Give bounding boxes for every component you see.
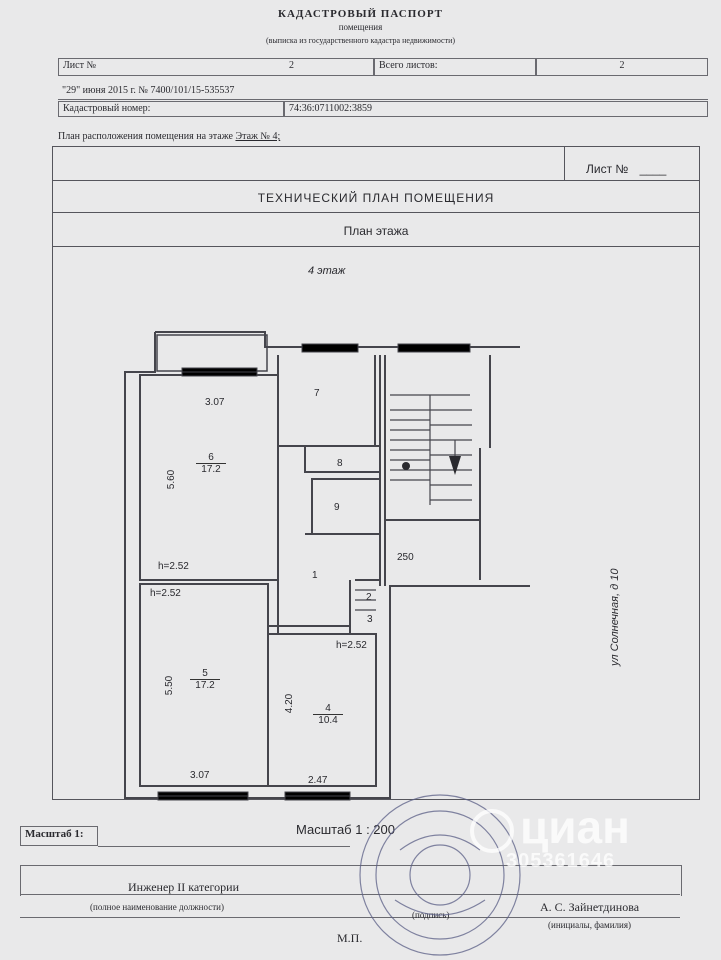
cadastral-label: Кадастровый номер: — [58, 101, 284, 117]
engineer-name: А. С. Зайнетдинова — [540, 900, 640, 914]
watermark-brand: циан — [470, 800, 630, 854]
total-sheets-value: 2 — [536, 58, 708, 76]
dim-room6-length: 5.60 — [166, 469, 178, 490]
mp-label: М.П. — [337, 931, 363, 945]
room6-height: h=2.52 — [158, 561, 189, 572]
document-note: (выписка из государственного кадастра не… — [265, 36, 456, 45]
watermark-number: 305361646 — [506, 850, 616, 872]
position-note: (полное наименование должности) — [90, 902, 224, 912]
street-label: ул Солнечная, д 10 — [609, 568, 621, 666]
dim-room4-length: 4.20 — [284, 693, 296, 714]
hall-height: h=2.52 — [336, 640, 367, 651]
plan-sheet-label: Лист № ____ — [586, 162, 667, 176]
cian-logo-icon — [470, 808, 514, 853]
floor-label: 4 этаж — [308, 265, 346, 277]
room7-label: 7 — [314, 388, 320, 399]
plan-frame — [52, 146, 700, 800]
room5-label: 5 17.2 — [190, 668, 220, 691]
dim-room5-length: 5.50 — [164, 675, 176, 696]
plan-title: ТЕХНИЧЕСКИЙ ПЛАН ПОМЕЩЕНИЯ — [257, 191, 495, 205]
name-note: (инициалы, фамилия) — [548, 920, 631, 930]
plan-scale-label: Масштаб 1 : 200 — [296, 822, 395, 837]
date-row: "29" июня 2015 г. № 7400/101/15-535537 — [58, 84, 708, 100]
cadastral-value: 74:36:0711002:3859 — [284, 101, 708, 117]
room6-label: 6 17.2 — [196, 452, 226, 475]
sheet-value: 2 — [289, 60, 294, 71]
footer-scale-cell: Масштаб 1: — [20, 826, 98, 846]
room9-label: 9 — [334, 502, 340, 513]
dim-room4-width: 2.47 — [308, 775, 328, 786]
official-stamp — [359, 794, 521, 956]
engineer-title: Инженер II категории — [128, 880, 239, 894]
document-title: КАДАСТРОВЫЙ ПАСПОРТ — [277, 8, 444, 20]
dim-room5-width: 3.07 — [190, 770, 210, 781]
sheet-label: Лист № — [63, 60, 96, 71]
signature-note: (подпись) — [412, 910, 450, 920]
dim-room6-width: 3.07 — [205, 397, 225, 408]
room8-label: 8 — [337, 458, 343, 469]
room4-label: 4 10.4 — [313, 703, 343, 726]
plan-subtitle: План этажа — [343, 224, 409, 238]
room2-label: 2 — [366, 592, 372, 603]
sheet-cell: Лист № 2 — [58, 58, 374, 76]
total-sheets-label: Всего листов: — [374, 58, 536, 76]
plan-caption: План расположения помещения на этаже Эта… — [58, 131, 281, 142]
room1-label: 1 — [312, 570, 318, 581]
document-subtitle: помещения — [338, 22, 383, 32]
dim-250: 250 — [397, 552, 414, 563]
room5-height: h=2.52 — [150, 588, 181, 599]
room3-label: 3 — [367, 614, 373, 625]
